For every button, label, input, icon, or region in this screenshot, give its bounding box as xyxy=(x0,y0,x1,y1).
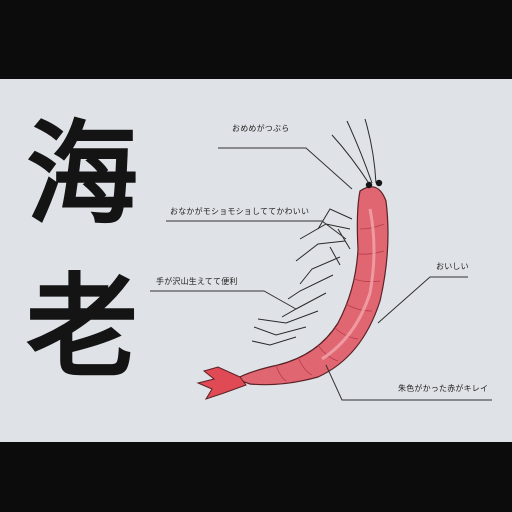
letterbox-top xyxy=(0,0,512,79)
shrimp-eye-left xyxy=(365,181,373,189)
shrimp-legs xyxy=(251,208,353,346)
shrimp-tail xyxy=(196,366,247,400)
annotation-eyes: おめめがつぶら xyxy=(232,124,290,133)
leader-lines xyxy=(150,147,492,401)
letterbox-bottom xyxy=(0,442,512,512)
annotation-color: 朱色がかった赤がキレイ xyxy=(398,384,489,393)
title-char-sea: 海 xyxy=(26,109,138,240)
shrimp-illustration xyxy=(150,118,492,401)
annotation-belly: おなかがモショモショしててかわいい xyxy=(170,207,310,216)
shrimp-antennae xyxy=(331,118,377,186)
shrimp-eye-right xyxy=(375,179,383,187)
annotation-legs: 手が沢山生えてて便利 xyxy=(156,277,238,286)
title-char-old: 老 xyxy=(26,262,138,393)
diagram-panel: 海 老 xyxy=(0,79,512,442)
shrimp-highlight xyxy=(321,208,376,361)
annotation-tasty: おいしい xyxy=(436,262,469,271)
